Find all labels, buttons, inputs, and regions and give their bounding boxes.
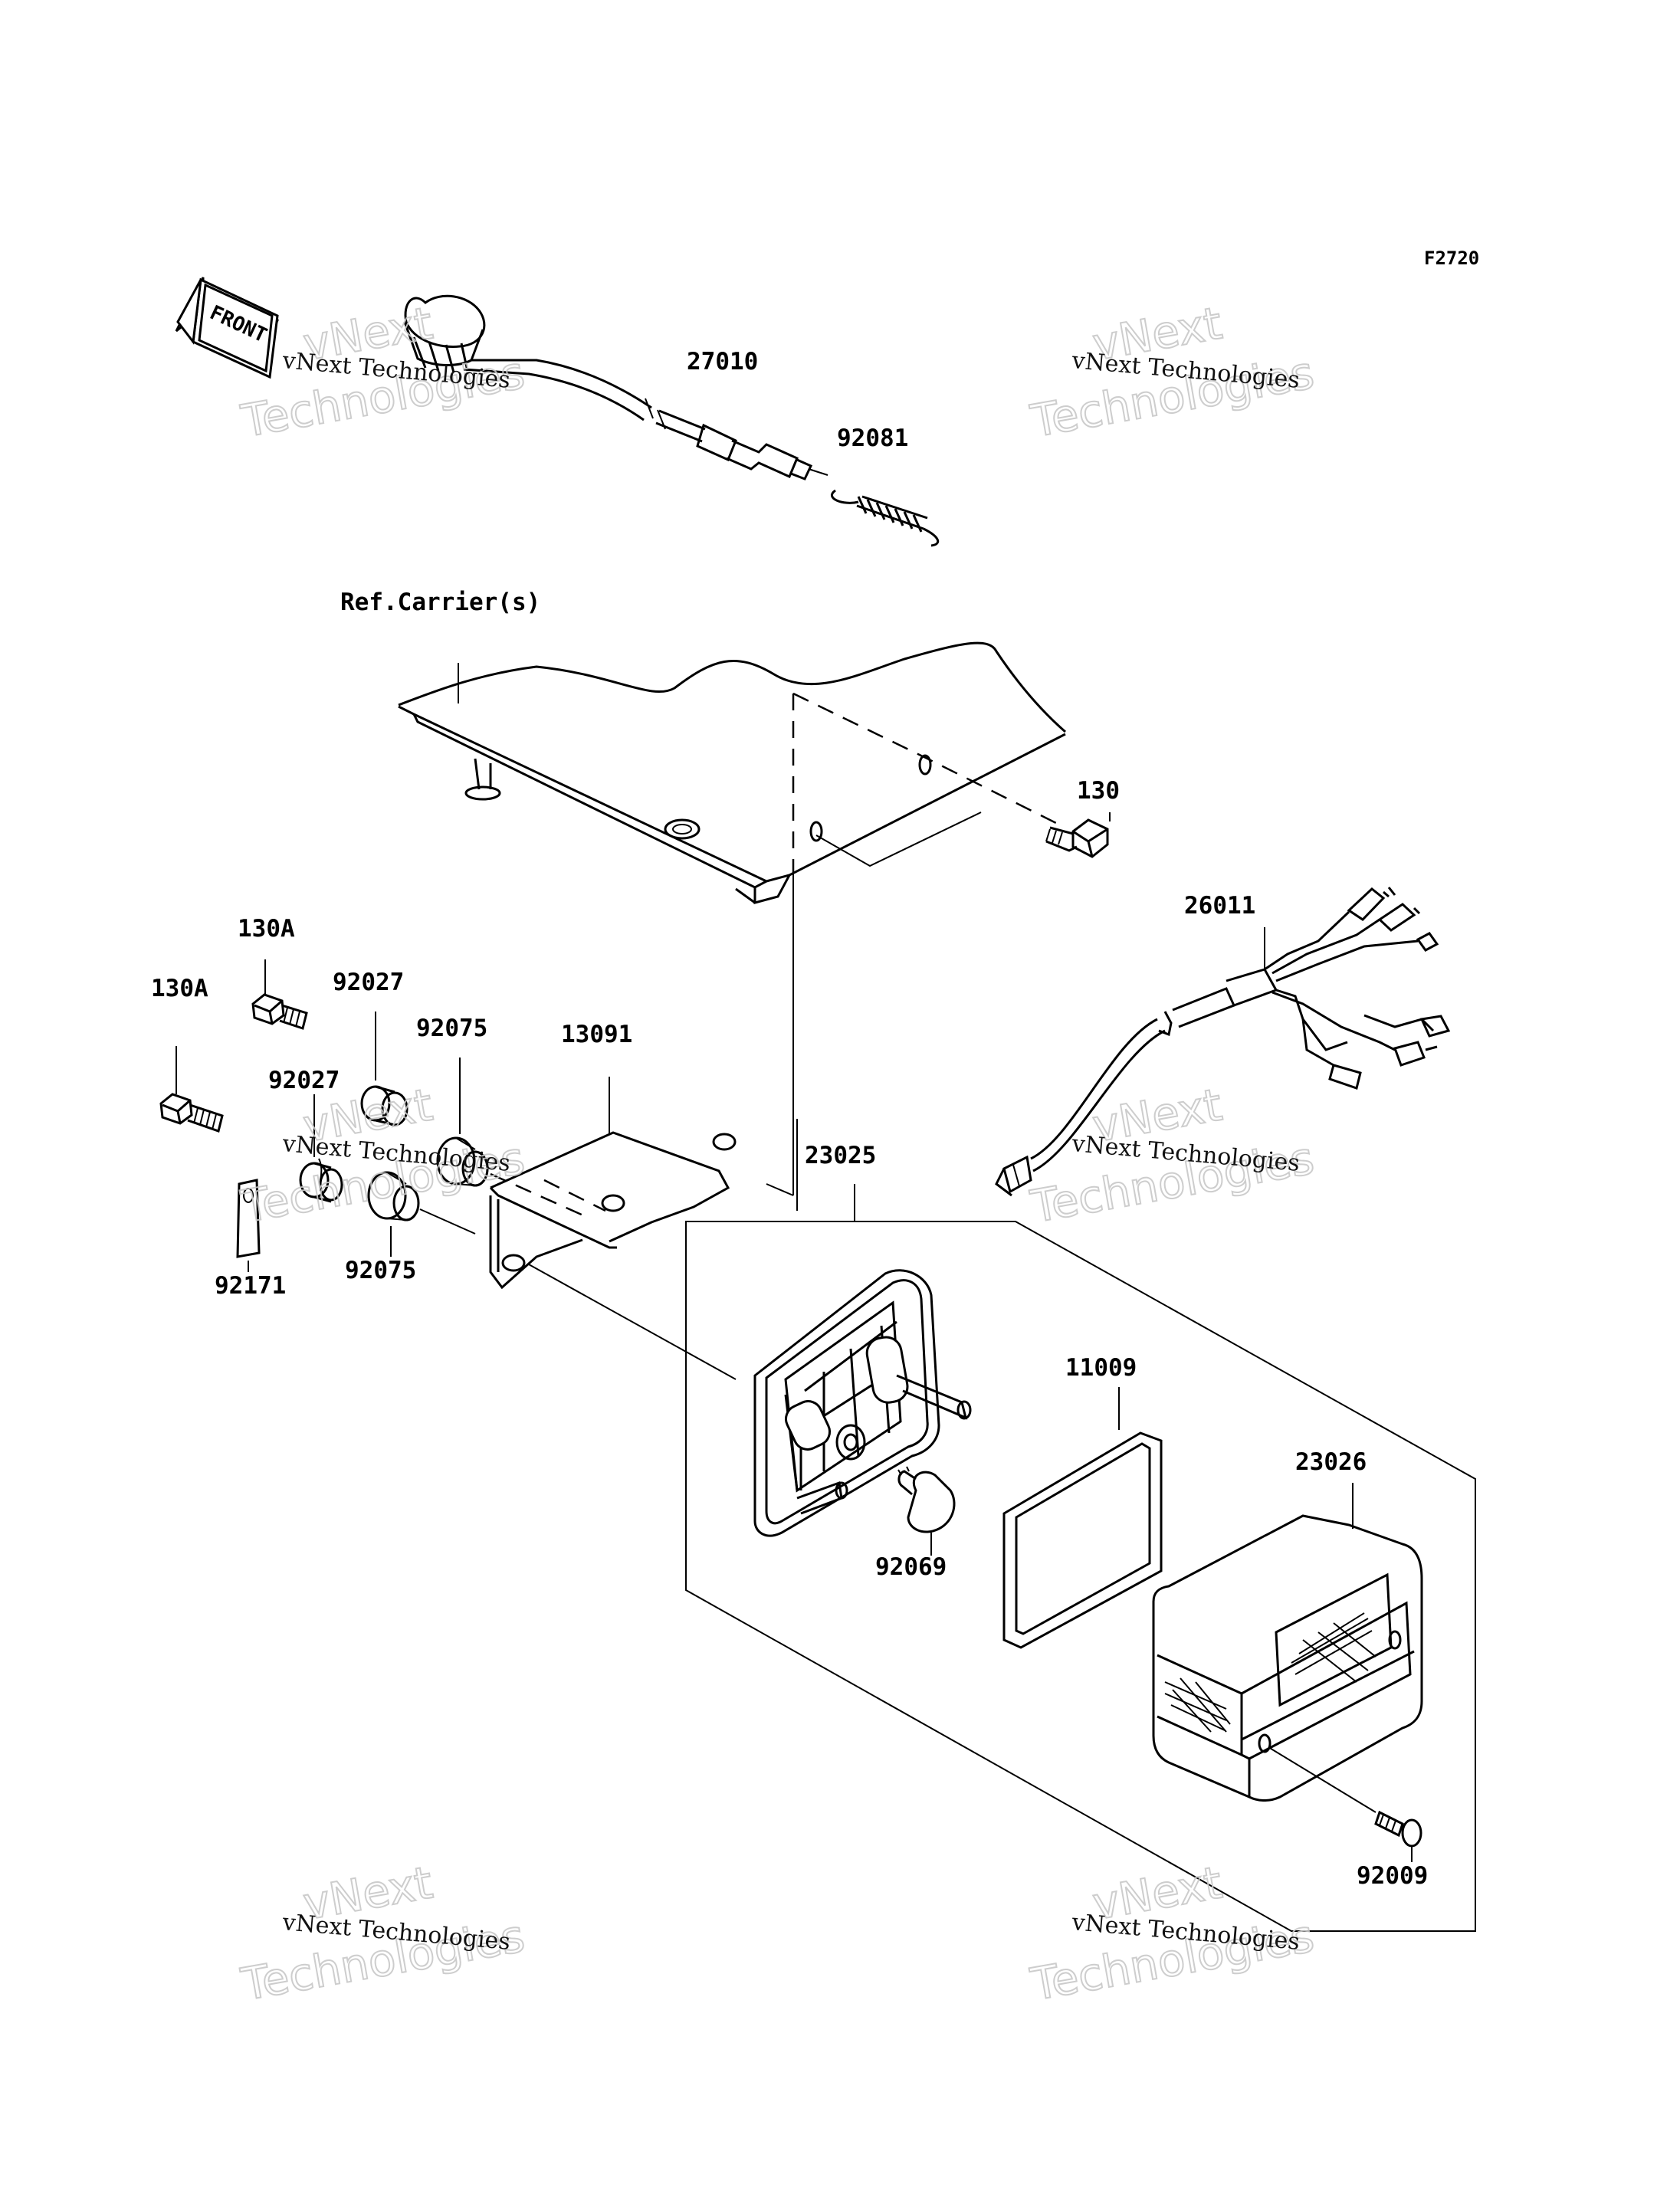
callout-11009: 11009	[1065, 1354, 1137, 1382]
callout-130: 130	[1077, 777, 1120, 805]
callout-92027-lower: 92027	[268, 1067, 340, 1094]
figure-id: F2720	[1424, 248, 1479, 269]
screw-92009	[1268, 1746, 1422, 1862]
carrier-reference	[398, 641, 1066, 1196]
watermark-bottom-right: vNext Technologies vNext Technologies	[1026, 1855, 1319, 2012]
callout-92081: 92081	[837, 425, 908, 452]
gasket-11009	[1002, 1387, 1163, 1649]
collar-92027-lower	[299, 1094, 343, 1203]
bulb-92069	[897, 1466, 956, 1556]
assembly-23025-frame	[528, 1119, 1476, 1932]
callout-27010: 27010	[687, 348, 758, 375]
callout-92075-upper: 92075	[416, 1015, 487, 1042]
watermark-bottom-left: vNext Technologies vNext Technologies	[237, 1855, 530, 2012]
carrier-reference-label: Ref.Carrier(s)	[340, 589, 540, 616]
bracket-13091	[489, 1077, 737, 1290]
callout-26011: 26011	[1184, 892, 1255, 920]
watermark-top-right: vNext Technologies vNext Technologies	[1026, 296, 1319, 448]
front-arrow-icon: FRONT	[175, 277, 279, 379]
callout-92027-upper: 92027	[333, 969, 404, 996]
watermark-mid-right: vNext Technologies vNext Technologies	[1026, 1077, 1319, 1234]
callout-23025: 23025	[805, 1142, 876, 1169]
spring-92081	[830, 489, 940, 547]
wiring-harness-26011	[995, 887, 1451, 1197]
callout-130A-lower: 130A	[151, 975, 208, 1002]
callout-92075-lower: 92075	[345, 1257, 416, 1284]
collar-92027-upper	[360, 1012, 409, 1126]
callout-92009: 92009	[1357, 1862, 1428, 1890]
cable-27010	[403, 294, 829, 480]
bolt-130	[1045, 812, 1111, 858]
bolt-130A-upper	[251, 959, 308, 1030]
callout-92069: 92069	[875, 1553, 947, 1581]
lens-23026	[1152, 1483, 1423, 1802]
tail-lamp-housing	[753, 1269, 972, 1537]
bolt-130A-lower	[159, 1046, 224, 1133]
plate-92171	[236, 1179, 261, 1272]
grommet-92075-upper	[436, 1058, 591, 1220]
callout-23026: 23026	[1295, 1448, 1367, 1476]
grommet-92075-lower	[367, 1171, 476, 1257]
callout-13091: 13091	[561, 1021, 632, 1048]
callout-130A-upper: 130A	[238, 915, 295, 943]
callout-92171: 92171	[215, 1272, 286, 1300]
watermark-mid-left: vNext Technologies vNext Technologies	[237, 1077, 530, 1234]
